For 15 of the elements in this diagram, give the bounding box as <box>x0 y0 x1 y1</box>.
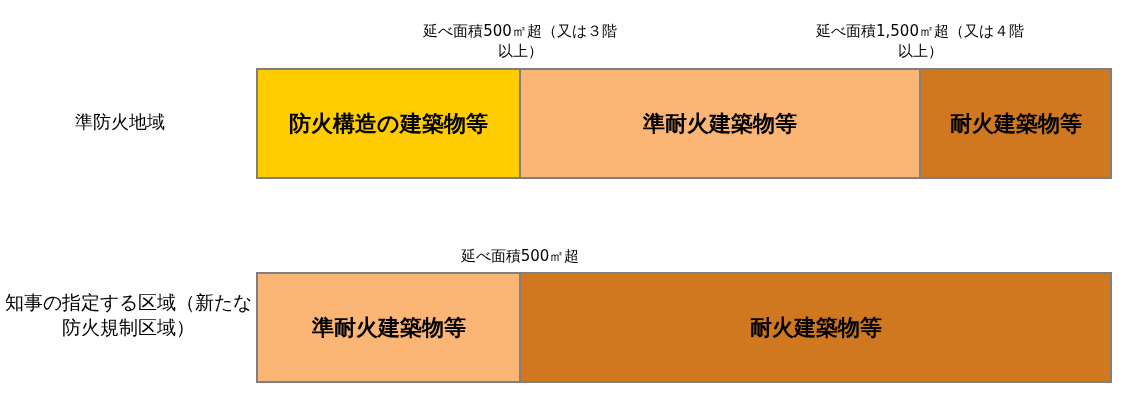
category-band <box>919 68 1112 179</box>
category-band <box>256 272 521 383</box>
row-heading: 知事の指定する区域（新たな防火規制区域） <box>3 290 253 340</box>
threshold-note: 延べ面積500㎡超（又は３階以上） <box>422 22 618 61</box>
band-label: 耐火建築物等 <box>949 109 1082 138</box>
band-label: 準耐火建築物等 <box>311 313 466 342</box>
band-label: 防火構造の建築物等 <box>289 109 488 138</box>
row-heading: 準防火地域 <box>74 110 166 134</box>
threshold-note: 延べ面積1,500㎡超（又は４階以上） <box>815 22 1025 61</box>
threshold-note: 延べ面積500㎡超 <box>459 247 581 267</box>
band-label: 準耐火建築物等 <box>643 109 797 138</box>
category-band <box>256 68 521 179</box>
category-band <box>519 272 1112 383</box>
category-band <box>519 68 921 179</box>
band-label: 耐火建築物等 <box>749 313 882 342</box>
